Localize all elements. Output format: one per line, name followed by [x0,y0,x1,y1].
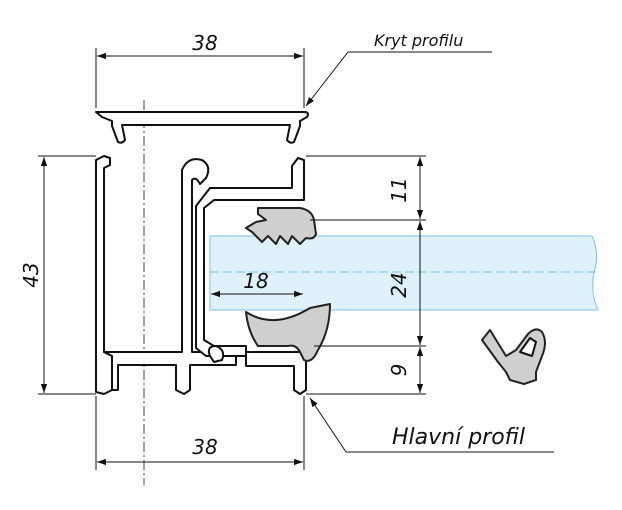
lower-gasket [245,303,331,362]
main-profile [95,155,307,395]
dim-bottom-width: 38 [95,396,305,470]
leader-cover-profile: Kryt profilu [305,31,492,107]
glass-pane [209,235,600,311]
dim-top-width-label: 38 [192,31,217,55]
gasket-detail [481,328,546,385]
dim-right-stack: 11 24 9 [306,155,426,395]
cover-profile [95,111,309,144]
dim-bottom-width-label: 38 [192,435,217,459]
dim-inset-depth: 18 [211,269,303,298]
main-profile-label: Hlavní profil [392,425,525,450]
dim-glass-thickness-label: 24 [387,272,411,297]
dim-top-width: 38 [95,31,305,108]
dim-upper-gap-label: 11 [387,177,411,202]
dim-height-label: 43 [19,262,43,287]
cover-profile-label: Kryt profilu [374,31,463,50]
dim-height: 43 [19,155,96,395]
leader-main-profile: Hlavní profil [309,397,554,453]
upper-gasket [245,207,317,245]
dim-lower-gap-label: 9 [387,364,411,377]
dim-inset-depth-label: 18 [243,269,268,293]
